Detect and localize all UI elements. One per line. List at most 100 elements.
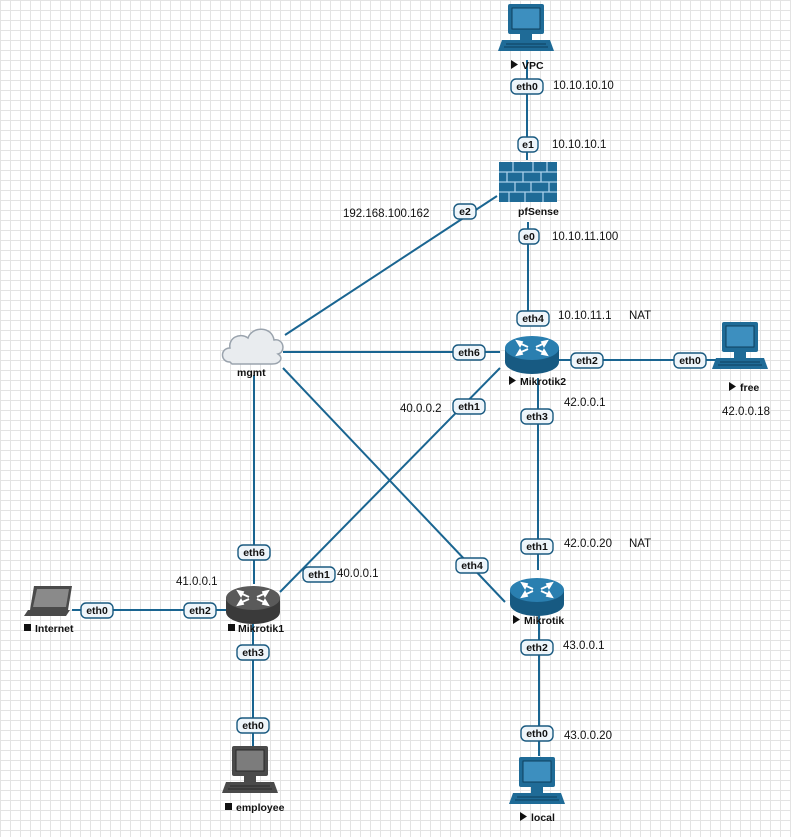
iface-local-eth0[interactable]: eth0 [520,725,554,742]
iface-mikrotik1-eth3[interactable]: eth3 [236,644,270,661]
links [72,60,720,756]
svg-text:eth1: eth1 [458,401,480,413]
router-icon [226,586,280,624]
node-employee[interactable] [222,746,278,793]
svg-text:eth6: eth6 [243,547,265,559]
svg-text:eth6: eth6 [458,347,480,359]
svg-text:e2: e2 [459,206,471,218]
svg-text:free: free [740,382,759,394]
iface-mikrotik2-eth4[interactable]: eth4 [516,310,550,327]
iface-mikrotik2-eth6[interactable]: eth6 [452,344,486,361]
svg-text:eth1: eth1 [526,541,548,553]
computer-icon [509,757,565,804]
ip-mikrotik-eth1: 42.0.0.20 [564,538,612,550]
node-employee-label: employee [225,802,285,814]
svg-text:eth0: eth0 [516,81,538,93]
firewall-icon [499,162,557,202]
ip-free: 42.0.0.18 [722,406,770,418]
svg-text:eth3: eth3 [526,411,548,423]
play-icon [729,382,736,391]
iface-mikrotik2-eth1[interactable]: eth1 [452,398,486,415]
svg-text:employee: employee [236,802,285,814]
iface-pfsense-e1[interactable]: e1 [517,136,539,153]
node-internet-label: Internet [24,623,74,635]
node-mikrotik1[interactable] [226,586,280,624]
iface-vpc-eth0[interactable]: eth0 [510,78,544,95]
ip-pfsense-e0: 10.10.11.100 [552,231,618,243]
svg-text:e0: e0 [523,231,535,243]
node-internet[interactable] [24,586,72,616]
ip-labels: 10.10.10.10 10.10.10.1 192.168.100.162 1… [176,80,770,742]
stop-icon [228,624,235,631]
node-vpc-label: VPC [511,60,544,72]
ip-pfsense-e2: 192.168.100.162 [343,208,429,220]
cloud-icon [221,328,284,365]
ip-mikrotik2-eth3: 42.0.0.1 [564,397,606,409]
play-icon [513,615,520,624]
svg-text:Mikrotik1: Mikrotik1 [238,623,284,635]
ip-mikrotik-eth2: 43.0.0.1 [563,640,605,652]
node-mikrotik-label: Mikrotik [513,615,564,627]
node-vpc[interactable] [498,4,554,51]
iface-mikrotik2-eth2[interactable]: eth2 [570,352,604,369]
ip-local: 43.0.0.20 [564,730,612,742]
node-mikrotik2[interactable] [505,336,559,374]
svg-text:e1: e1 [522,139,534,151]
ip-mikrotik1-eth2: 41.0.0.1 [176,576,218,588]
ip-mikrotik1-eth1: 40.0.0.1 [337,568,379,580]
computer-icon [222,746,278,793]
ip-mikrotik2-eth1: 40.0.0.2 [400,403,442,415]
node-pfsense[interactable] [499,162,557,202]
node-pfsense-label: pfSense [518,206,559,218]
computer-icon [712,322,768,369]
router-icon [505,336,559,374]
iface-internet-eth0[interactable]: eth0 [80,602,114,619]
interface-badges: eth0 e1 e2 e0 eth4 eth6 eth2 eth0 eth1 e… [80,78,707,742]
ip-pfsense-e1: 10.10.10.1 [552,139,606,151]
svg-text:eth2: eth2 [576,355,598,367]
ip-mikrotik2-eth4: 10.10.11.1 [558,310,612,322]
iface-mikrotik1-eth1[interactable]: eth1 [302,566,336,583]
stop-icon [24,624,31,631]
svg-text:Internet: Internet [35,623,74,635]
iface-mikrotik1-eth6[interactable]: eth6 [237,544,271,561]
laptop-icon [24,586,72,616]
node-local[interactable] [509,757,565,804]
router-icon [510,578,564,616]
svg-text:eth1: eth1 [308,569,330,581]
svg-text:eth0: eth0 [526,728,548,740]
nat-mikrotik2: NAT [629,310,651,322]
iface-mikrotik-eth2[interactable]: eth2 [520,639,554,656]
iface-pfsense-e0[interactable]: e0 [518,228,540,245]
svg-text:local: local [531,812,555,824]
stop-icon [225,803,232,810]
iface-employee-eth0[interactable]: eth0 [236,717,270,734]
svg-text:eth2: eth2 [189,605,211,617]
svg-text:eth4: eth4 [461,560,483,572]
iface-free-eth0[interactable]: eth0 [673,352,707,369]
iface-mikrotik2-eth3[interactable]: eth3 [520,408,554,425]
play-icon [511,60,518,69]
play-icon [520,812,527,821]
svg-text:eth0: eth0 [86,605,108,617]
iface-mikrotik-eth4[interactable]: eth4 [455,557,489,574]
svg-text:eth4: eth4 [522,313,544,325]
svg-text:eth0: eth0 [242,720,264,732]
node-free-label: free [729,382,759,394]
svg-text:Mikrotik: Mikrotik [524,615,564,627]
node-mikrotik[interactable] [510,578,564,616]
iface-pfsense-e2[interactable]: e2 [453,203,477,220]
play-icon [509,376,516,385]
node-mikrotik2-label: Mikrotik2 [509,376,566,388]
node-free[interactable] [712,322,768,369]
node-mikrotik1-label: Mikrotik1 [228,623,284,635]
node-local-label: local [520,812,555,824]
svg-text:eth3: eth3 [242,647,264,659]
iface-mikrotik1-eth2[interactable]: eth2 [183,602,217,619]
iface-mikrotik-eth1[interactable]: eth1 [520,538,554,555]
node-mgmt-label: mgmt [237,367,266,379]
svg-text:Mikrotik2: Mikrotik2 [520,376,566,388]
svg-text:eth0: eth0 [679,355,701,367]
node-mgmt[interactable] [221,328,284,365]
